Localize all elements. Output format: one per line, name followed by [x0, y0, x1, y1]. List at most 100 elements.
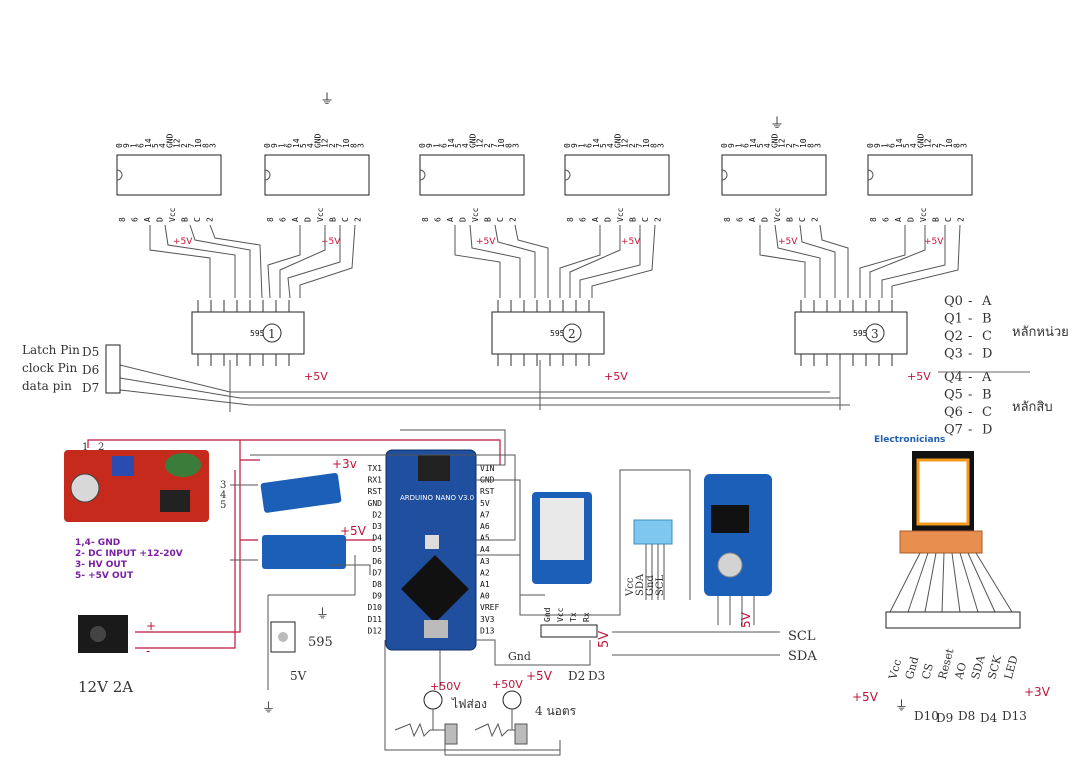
dc-minus: - [146, 644, 150, 658]
display-chip [721, 154, 827, 196]
lcd-brand: Electronicians [874, 435, 945, 445]
arduino-left-pin: D9 [372, 592, 382, 601]
mapping-segment: B [982, 388, 992, 403]
shift-register-supply: +5V [604, 370, 628, 383]
chip-top-pin: 6 [585, 143, 594, 148]
arduino-right-pin: RST [480, 487, 495, 496]
chip-top-pin: 2 [628, 143, 637, 148]
chip-bottom-pin: D [761, 217, 770, 222]
bluetooth-vcc-note: +5V [526, 669, 553, 683]
chip-vcc-note: +5V [621, 237, 641, 247]
chip-top-pin: 10 [799, 138, 808, 148]
chip-top-pin: 0 [866, 143, 875, 148]
switch-label: 595 [308, 635, 333, 650]
rtc-module: 5V [704, 474, 772, 628]
mapping-q: Q2 [944, 329, 963, 344]
chip-bottom-pin: C [798, 217, 807, 222]
chip-bottom-pin: Vcc [471, 207, 480, 222]
mapping-segment: A [981, 294, 992, 309]
chip-notch [564, 169, 571, 181]
chip-bottom-pin: 8 [118, 217, 127, 222]
display-chip [867, 154, 973, 196]
chip-bottom-pin: C [496, 217, 505, 222]
data-pin-label: data pin [22, 379, 72, 393]
chip-top-pin: 10 [945, 138, 954, 148]
chip-top-pin: 6 [742, 143, 751, 148]
sound-voltage-1: +50V [430, 680, 461, 693]
chip-bottom-pin: C [193, 217, 202, 222]
dc-jack: 12V 2A + - [78, 615, 156, 696]
chip-bottom-pin: A [446, 217, 455, 222]
chip-bottom-pin: 8 [723, 217, 732, 222]
chip-bottom-pin: B [786, 217, 795, 222]
bluetooth-pin: Vcc [556, 607, 565, 622]
arduino-right-pin: VIN [480, 464, 495, 473]
arduino-left-pin: RST [368, 487, 383, 496]
mapping-dash: - [968, 388, 972, 403]
chip-bottom-pin: 8 [869, 217, 878, 222]
chip-top-pin: 14 [144, 138, 153, 148]
chip-top-pin: 5 [151, 143, 160, 148]
arduino-right-pin: A3 [480, 557, 490, 566]
chip-top-pin: 8 [201, 143, 210, 148]
lcd-pin: SCK [985, 653, 1004, 680]
shift-register-marker [262, 323, 282, 343]
sound-label-1: ไฟส่อง [451, 697, 487, 711]
display-chip [264, 154, 370, 196]
bluetooth-supply: 5V [597, 631, 612, 648]
lcd-supply-5v: +5V [852, 690, 879, 704]
mapping-q: Q4 [944, 370, 963, 385]
mapping-q: Q0 [944, 294, 963, 309]
arduino-nano: ARDUINO NANO V3.0 [385, 449, 477, 651]
chip-top-pin: 10 [194, 138, 203, 148]
lcd-module: Electronicians [874, 435, 1021, 629]
power-wiring [87, 439, 501, 649]
chip-top-pin: 2 [483, 143, 492, 148]
chip-top-pin: 5 [756, 143, 765, 148]
arduino-left-pin: D12 [368, 626, 383, 635]
chip-top-pin: 0 [563, 143, 572, 148]
sound-element-2 [502, 690, 522, 710]
lcd-data-pin: D9 [936, 711, 953, 725]
chip-vcc-note: +5V [321, 237, 341, 247]
bus-sda: SDA [788, 649, 817, 664]
arduino-left-pin: RX1 [368, 476, 383, 485]
bluetooth-rx-pin: D3 [588, 669, 605, 683]
chip-top-pin: 9 [425, 143, 434, 148]
chip-bottom-pin: 6 [131, 217, 140, 222]
chip-bottom-pin: 2 [654, 217, 663, 222]
ground-symbol: ⏚ [320, 92, 334, 108]
power-legend-4: 5- +5V OUT [75, 571, 134, 581]
push-button: 595 5V ⏚ ⏚ [262, 607, 333, 716]
sensor-pin: Vcc [625, 577, 636, 597]
mosfet [160, 490, 190, 512]
latch-pin-number: D5 [82, 345, 99, 359]
chip-bottom-pin: D [156, 217, 165, 222]
chip-notch [419, 169, 426, 181]
chip-bottom-pin: A [591, 217, 600, 222]
chip-bottom-pin: 2 [509, 217, 518, 222]
mapping-dash: - [968, 370, 972, 385]
chip-bottom-pin: 8 [266, 217, 275, 222]
chip-top-pin: 6 [137, 143, 146, 148]
power-pin-3: 3 [220, 480, 226, 491]
lcd-data-pin: D4 [980, 711, 998, 725]
chip-top-pin: 1 [880, 143, 889, 148]
chip-top-pin: 8 [649, 143, 658, 148]
mapping-q: Q7 [944, 423, 963, 438]
lcd-pcb [899, 530, 983, 554]
chip-top-pin: 12 [924, 138, 933, 148]
chip-top-pin: 4 [909, 143, 918, 148]
signal-wiring [230, 484, 371, 690]
bluetooth-pin: Rx [582, 612, 591, 622]
bluetooth-module [532, 492, 598, 638]
power-legend-2: 2- DC INPUT +12-20V [75, 549, 183, 559]
regulator-3v3-label: +3v [332, 457, 357, 471]
arduino-left-pin: D4 [372, 534, 382, 543]
chip-bottom-pin: A [894, 217, 903, 222]
chip-bottom-pin: Vcc [168, 207, 177, 222]
chip-top-pin: 7 [187, 143, 196, 148]
